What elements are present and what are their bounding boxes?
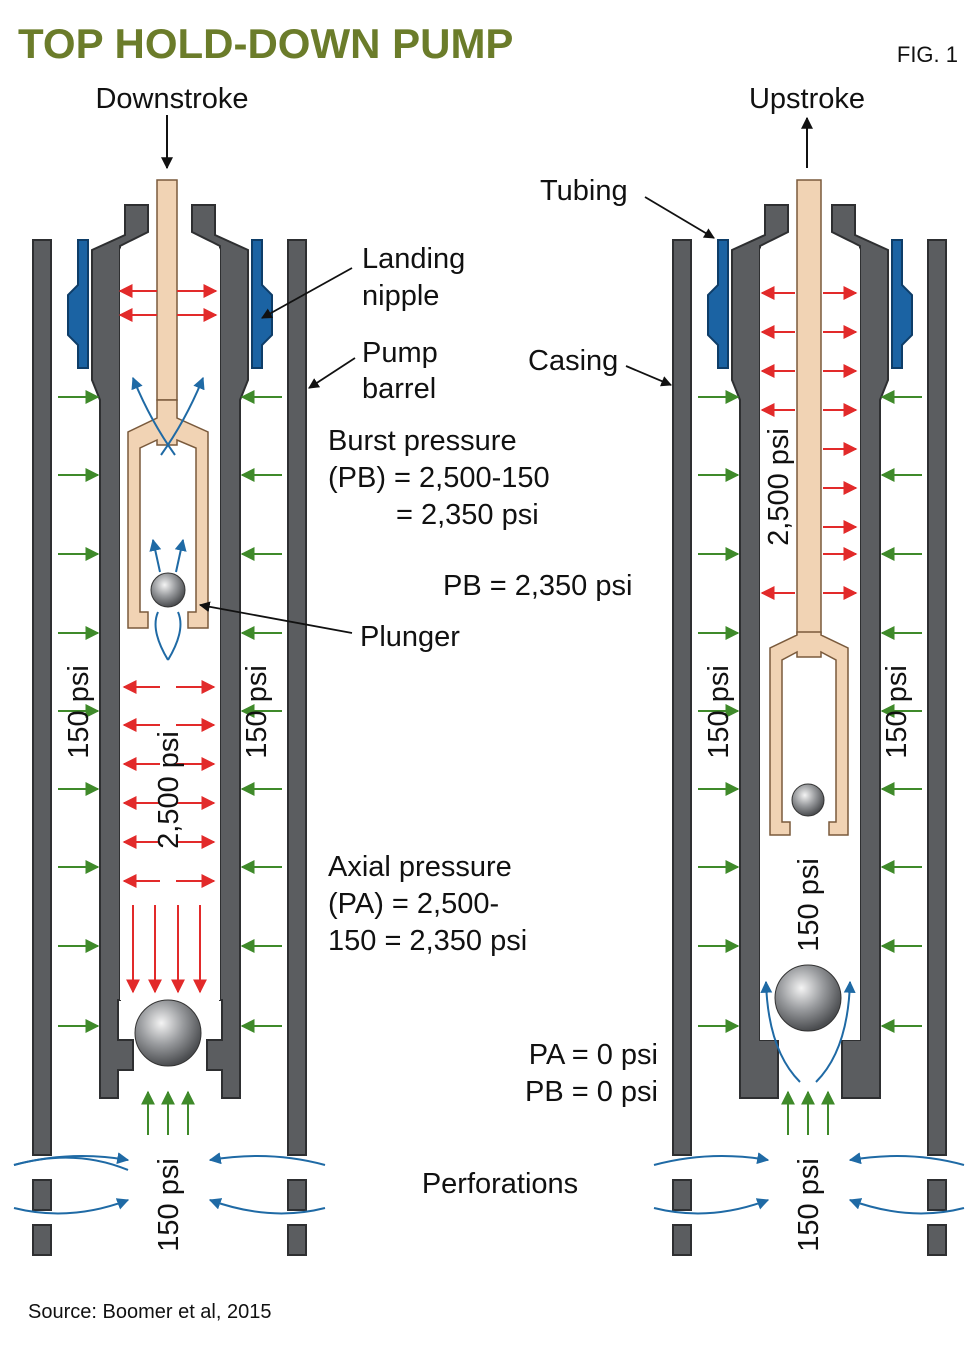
figure-label: FIG. 1 [897,42,958,67]
casing-label: Casing [528,345,618,377]
left-barrel-pressure-arrows [122,680,216,994]
left-annulus-pressure-arrows [58,390,282,1135]
burst-pressure-line3: = 2,350 psi [396,499,539,531]
right-pump-barrel [731,204,889,1099]
left-casing [32,239,307,1256]
plunger-label: Plunger [360,621,460,653]
burst-pressure-line1: Burst pressure [328,425,517,457]
left-intake-pressure: 150 psi [153,1158,185,1252]
right-burst-zero: PB = 0 psi [525,1076,658,1108]
left-landing-nipple [67,239,273,369]
right-callout-leaders [625,196,715,387]
right-burst-pressure: PB = 2,350 psi [443,570,632,602]
burst-pressure-line2: (PB) = 2,500-150 [328,462,550,494]
left-barrel-pressure: 2,500 psi [153,731,185,849]
right-traveling-valve-ball [791,783,825,817]
right-flow-arrows [653,980,965,1215]
page-title: TOP HOLD-DOWN PUMP [18,20,513,67]
right-rod-pressure-arrows [760,286,858,600]
right-annulus-pressure-left: 150 psi [703,665,735,759]
landing-nipple-label-line1: Landing [362,243,465,275]
upstroke-label: Upstroke [749,83,865,115]
axial-pressure-line2: (PA) = 2,500- [328,888,499,920]
left-annulus-pressure-right: 150 psi [241,665,273,759]
downstroke-label: Downstroke [95,83,248,115]
axial-pressure-line3: 150 = 2,350 psi [328,925,527,957]
right-casing [672,239,947,1256]
axial-pressure-line1: Axial pressure [328,851,512,883]
right-tubing [707,239,913,369]
left-pump-rod [156,179,178,401]
right-intake-pressure: 150 psi [793,1158,825,1252]
right-pump [625,116,965,1256]
right-pump-rod [796,179,822,636]
right-rod-pressure: 2,500 psi [763,428,795,546]
landing-nipple-label-line2: nipple [362,280,439,312]
pump-barrel-label-line2: barrel [362,373,436,405]
right-annulus-pressure-arrows [698,390,922,1135]
tubing-label: Tubing [540,175,628,207]
left-top-pressure-arrows [118,284,218,322]
left-pump-barrel [91,204,249,1099]
right-standing-valve-ball [774,964,842,1032]
left-flow-arrows [13,376,326,1215]
right-barrel-pressure: 150 psi [793,858,825,952]
pump-barrel-label-line1: Pump [362,337,438,369]
right-annulus-pressure-right: 150 psi [881,665,913,759]
source-note: Source: Boomer et al, 2015 [28,1301,271,1323]
left-pump [13,115,356,1256]
perforations-label: Perforations [422,1168,578,1200]
left-standing-valve-ball [134,999,202,1067]
right-axial-zero: PA = 0 psi [529,1039,658,1071]
left-traveling-valve-ball [150,572,186,608]
right-plunger [769,631,849,836]
left-callout-leaders [198,267,356,634]
left-annulus-pressure-left: 150 psi [63,665,95,759]
